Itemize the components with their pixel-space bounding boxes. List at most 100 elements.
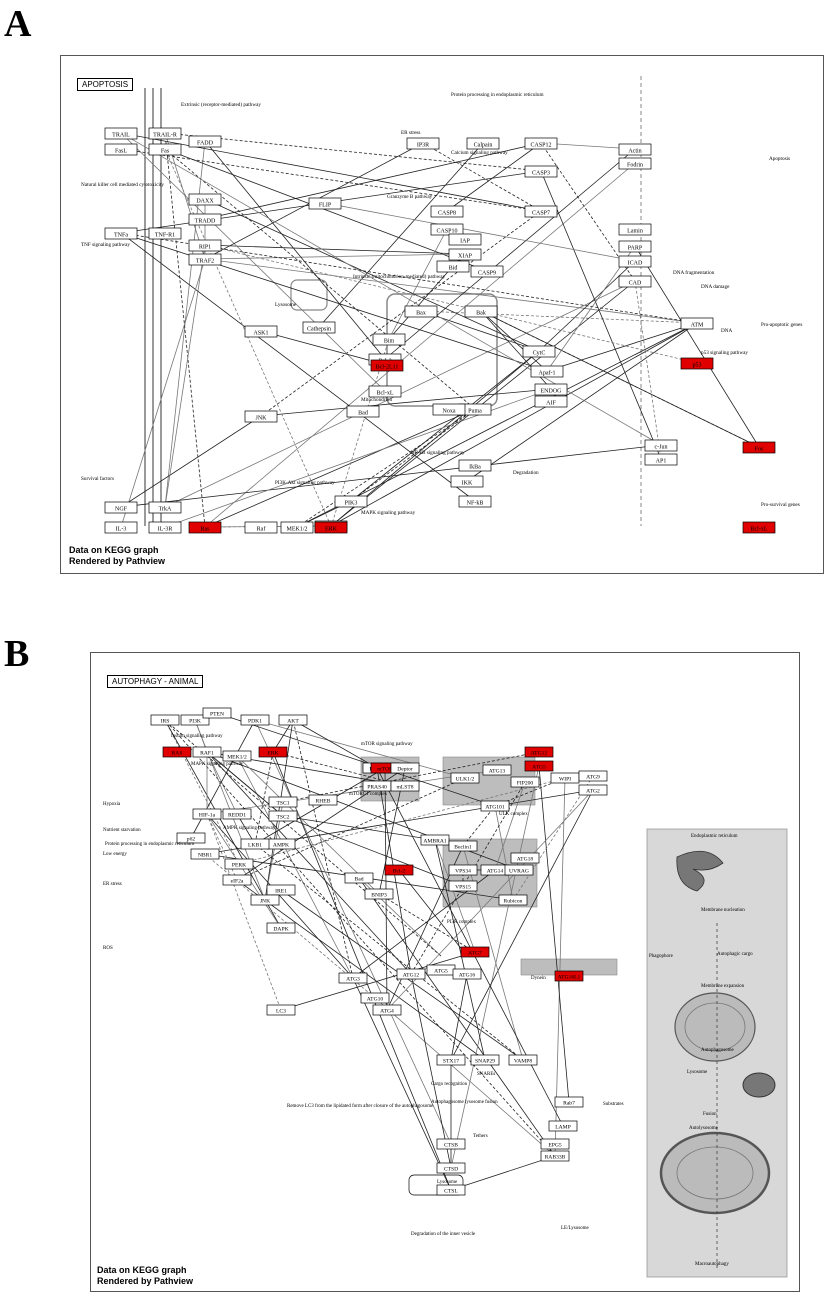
panel-b-gene-label: AKT [287,719,299,725]
panel-a-gene-node: p53 [680,357,714,370]
panel-b-gene-label: SNAP29 [475,1059,495,1065]
panel-b-gene-node: TSC1 [268,796,298,808]
panel-a-gene-label: CAD [629,281,642,287]
panel-a-gene-node: Apaf-1 [530,365,564,378]
panel-b-annotation: ER stress [103,882,122,887]
panel-b-gene-node: Beclin1 [448,840,478,852]
panel-a-gene-label: CASP7 [532,211,550,217]
panel-a-gene-label: RIP1 [199,245,211,251]
panel-b-gene-node: ATG4 [372,1004,402,1016]
panel-b-gene-node: REDD1 [222,808,252,820]
panel-b-gene-node: ATG3 [338,972,368,984]
panel-a-annotation: Survival factors [81,475,114,482]
panel-b-gene-node: RAB33B [540,1150,570,1162]
panel-b-gene-node: AKT [278,714,308,726]
panel-b-gene-node: IRE1 [266,884,296,896]
panel-b-gene-node: UVRAG [504,864,534,876]
panel-b-gene-node: PERK [224,858,254,870]
panel-b-gene-node: mLST8 [390,780,420,792]
panel-a-credit-line1: Data on KEGG graph [69,545,159,555]
panel-b-gene-node: CTSL [436,1184,466,1196]
panel-b-gene-node: ATG2 [578,784,608,796]
panel-b-gene-label: ATG12 [403,973,420,979]
panel-a-gene-label: XIAP [458,254,473,260]
panel-b-gene-node: p62 [176,832,206,844]
panel-b-credit-line1: Data on KEGG graph [97,1265,187,1275]
panel-b-annotation: LE/Lysosome [561,1226,590,1231]
panel-a-gene-label: IL-3R [158,527,173,533]
panel-b-gene-label: NBR1 [198,853,213,859]
panel-b-gene-label: ATG5 [532,765,546,771]
panel-a-gene-node: Calpain [466,137,500,150]
panel-a-gene-label: Calpain [474,143,493,149]
panel-a-gene-node: Bax [404,305,438,318]
panel-b-gene-node: CTSD [436,1162,466,1174]
panel-a-gene-label: ASK1 [253,331,268,337]
panel-b-gene-node: VPS15 [448,880,478,892]
panel-a-annotation: Protein processing in endoplasmic reticu… [451,92,544,98]
panel-a-annotation: Calcium signaling pathway [451,150,508,156]
panel-b-gene-label: ATG7 [468,951,482,957]
panel-b-gene-label: AMPK [273,843,289,849]
panel-a-gene-label: FADD [197,141,214,147]
panel-b-gene-label: ATG101 [485,805,504,811]
panel-a-gene-node: PARP [618,240,652,253]
panel-a-gene-label: PIK3 [345,501,358,507]
panel-b-gene-label: JNK [260,899,270,905]
panel-b-gene-label: Deptor [397,767,413,773]
panel-b-gene-label: VAMP8 [514,1059,532,1065]
panel-b-gene-node: WIPI [550,772,580,784]
panel-a-gene-label: Fos [755,447,764,453]
panel-a-gene-label: Bax [416,311,426,317]
panel-a-annotation: Pro-survival genes [761,502,800,508]
panel-b-annotation: Fusion [703,1112,717,1117]
panel-b-gene-label: PI3K [189,719,201,725]
panel-a-annotation: PI3K-Akt signaling pathway [275,480,335,486]
panel-b-gene-node: ULK1/2 [450,772,480,784]
panel-b-gene-label: ATG16 [459,973,476,979]
panel-a-gene-label: CASP3 [532,171,550,177]
panel-a-gene-node: IP3R [406,137,440,150]
panel-b-gene-node: HIF-1a [192,808,222,820]
panel-a-gene-node: Bak [464,305,498,318]
panel-b-letter: B [4,633,30,675]
panel-a-gene-label: Apaf-1 [539,370,556,377]
panel-a-gene-node: Bcl-xL [742,521,776,534]
panel-b-gene-node: ATG18 [510,852,540,864]
panel-b-gene-node: VAMP8 [508,1054,538,1066]
panel-a-gene-node: NF-kB [458,495,492,508]
panel-b-annotation: Insulin signaling pathway [171,734,223,739]
panel-b-annotation: SNAREs [477,1072,495,1077]
panel-b-gene-label: LC3 [276,1009,286,1015]
panel-b-gene-node: ATG16L1 [554,970,584,982]
panel-b-annotation: Autophagic cargo [717,952,753,957]
panel-b-gene-node: EPG5 [540,1138,570,1150]
panel-b-gene-label: ATG3 [346,977,360,983]
panel-b-gene-label: ATG10 [367,997,384,1003]
panel-a-gene-node: c-Jun [644,439,678,452]
panel-b-gene-label: RAB33B [545,1155,566,1161]
panel-a-gene-node: Lamin [618,223,652,236]
panel-b-credit-line2: Rendered by Pathview [97,1276,194,1286]
panel-b-gene-label: FIP200 [517,781,534,787]
panel-b-annotation: Tethers [473,1134,488,1139]
panel-a-gene-label: TRAIL-R [153,133,177,139]
panel-a-gene-label: CASP10 [436,229,457,235]
panel-b-gene-label: AMBRA1 [423,839,447,845]
panel-a-gene-node: Bid [436,260,470,273]
panel-a-gene-label: TRAIL [112,133,130,139]
panel-a-annotation: ER stress [401,130,420,136]
panel-a-gene-label: MEK1/2 [287,527,308,533]
panel-b-annotation: mTORC1 complex [349,792,388,797]
panel-b-gene-node: LKB1 [240,838,270,850]
panel-a-gene-label: Bad [358,411,368,417]
panel-b-annotation: Autophagosome lysosome fusion [431,1100,498,1105]
panel-a-gene-node: TNF-R1 [148,227,182,240]
panel-a-gene-label: Fodrin [627,163,643,169]
panel-a-credit-line2: Rendered by Pathview [69,556,166,566]
panel-a-annotation: Degradation [513,470,539,476]
panel-a-gene-node: Bad [346,405,380,418]
panel-b-annotation: Protein processing in endoplasmic reticu… [105,842,194,847]
panel-a-gene-node: AIF [534,395,568,408]
